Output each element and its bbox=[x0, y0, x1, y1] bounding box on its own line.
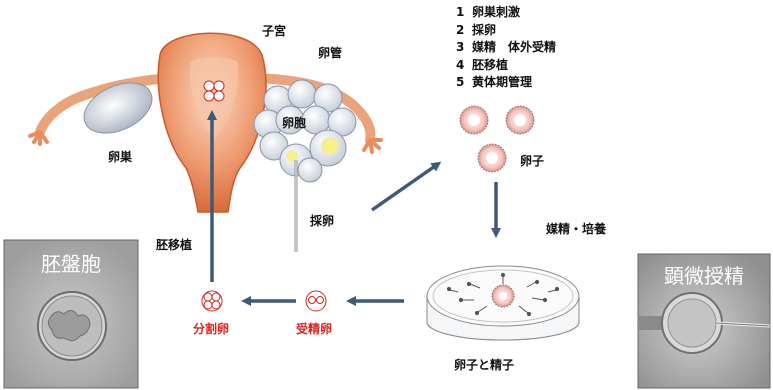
label-uterus: 子宮 bbox=[262, 22, 286, 39]
label-egg: 卵子 bbox=[520, 152, 544, 169]
arrow-retrieval-to-eggs bbox=[372, 164, 438, 210]
label-ovary: 卵巣 bbox=[108, 148, 132, 165]
blastocyst-caption-box: 胚盤胞 bbox=[4, 240, 138, 280]
label-egg-retrieval: 採卵 bbox=[310, 212, 334, 229]
icsi-caption-box: 顕微授精 bbox=[638, 254, 770, 294]
label-oviduct: 卵管 bbox=[318, 44, 342, 61]
label-follicle: 卵胞 bbox=[282, 114, 306, 131]
label-cleaved-egg: 分割卵 bbox=[193, 320, 229, 337]
egg-1 bbox=[460, 106, 488, 134]
fertilized-egg bbox=[306, 291, 326, 311]
label-insemination-culture: 媒精・培養 bbox=[546, 220, 606, 237]
ovary-right-follicles bbox=[254, 80, 356, 182]
label-embryo-transfer: 胚移植 bbox=[156, 236, 192, 253]
egg-3 bbox=[478, 144, 506, 172]
egg-2 bbox=[506, 106, 534, 134]
icsi-caption: 顕微授精 bbox=[638, 260, 770, 289]
label-egg-and-sperm: 卵子と精子 bbox=[454, 356, 514, 373]
label-fertilized-egg: 受精卵 bbox=[296, 320, 332, 337]
cleaved-egg bbox=[202, 291, 222, 311]
petri-dish bbox=[427, 266, 579, 340]
blastocyst-caption: 胚盤胞 bbox=[4, 248, 138, 277]
